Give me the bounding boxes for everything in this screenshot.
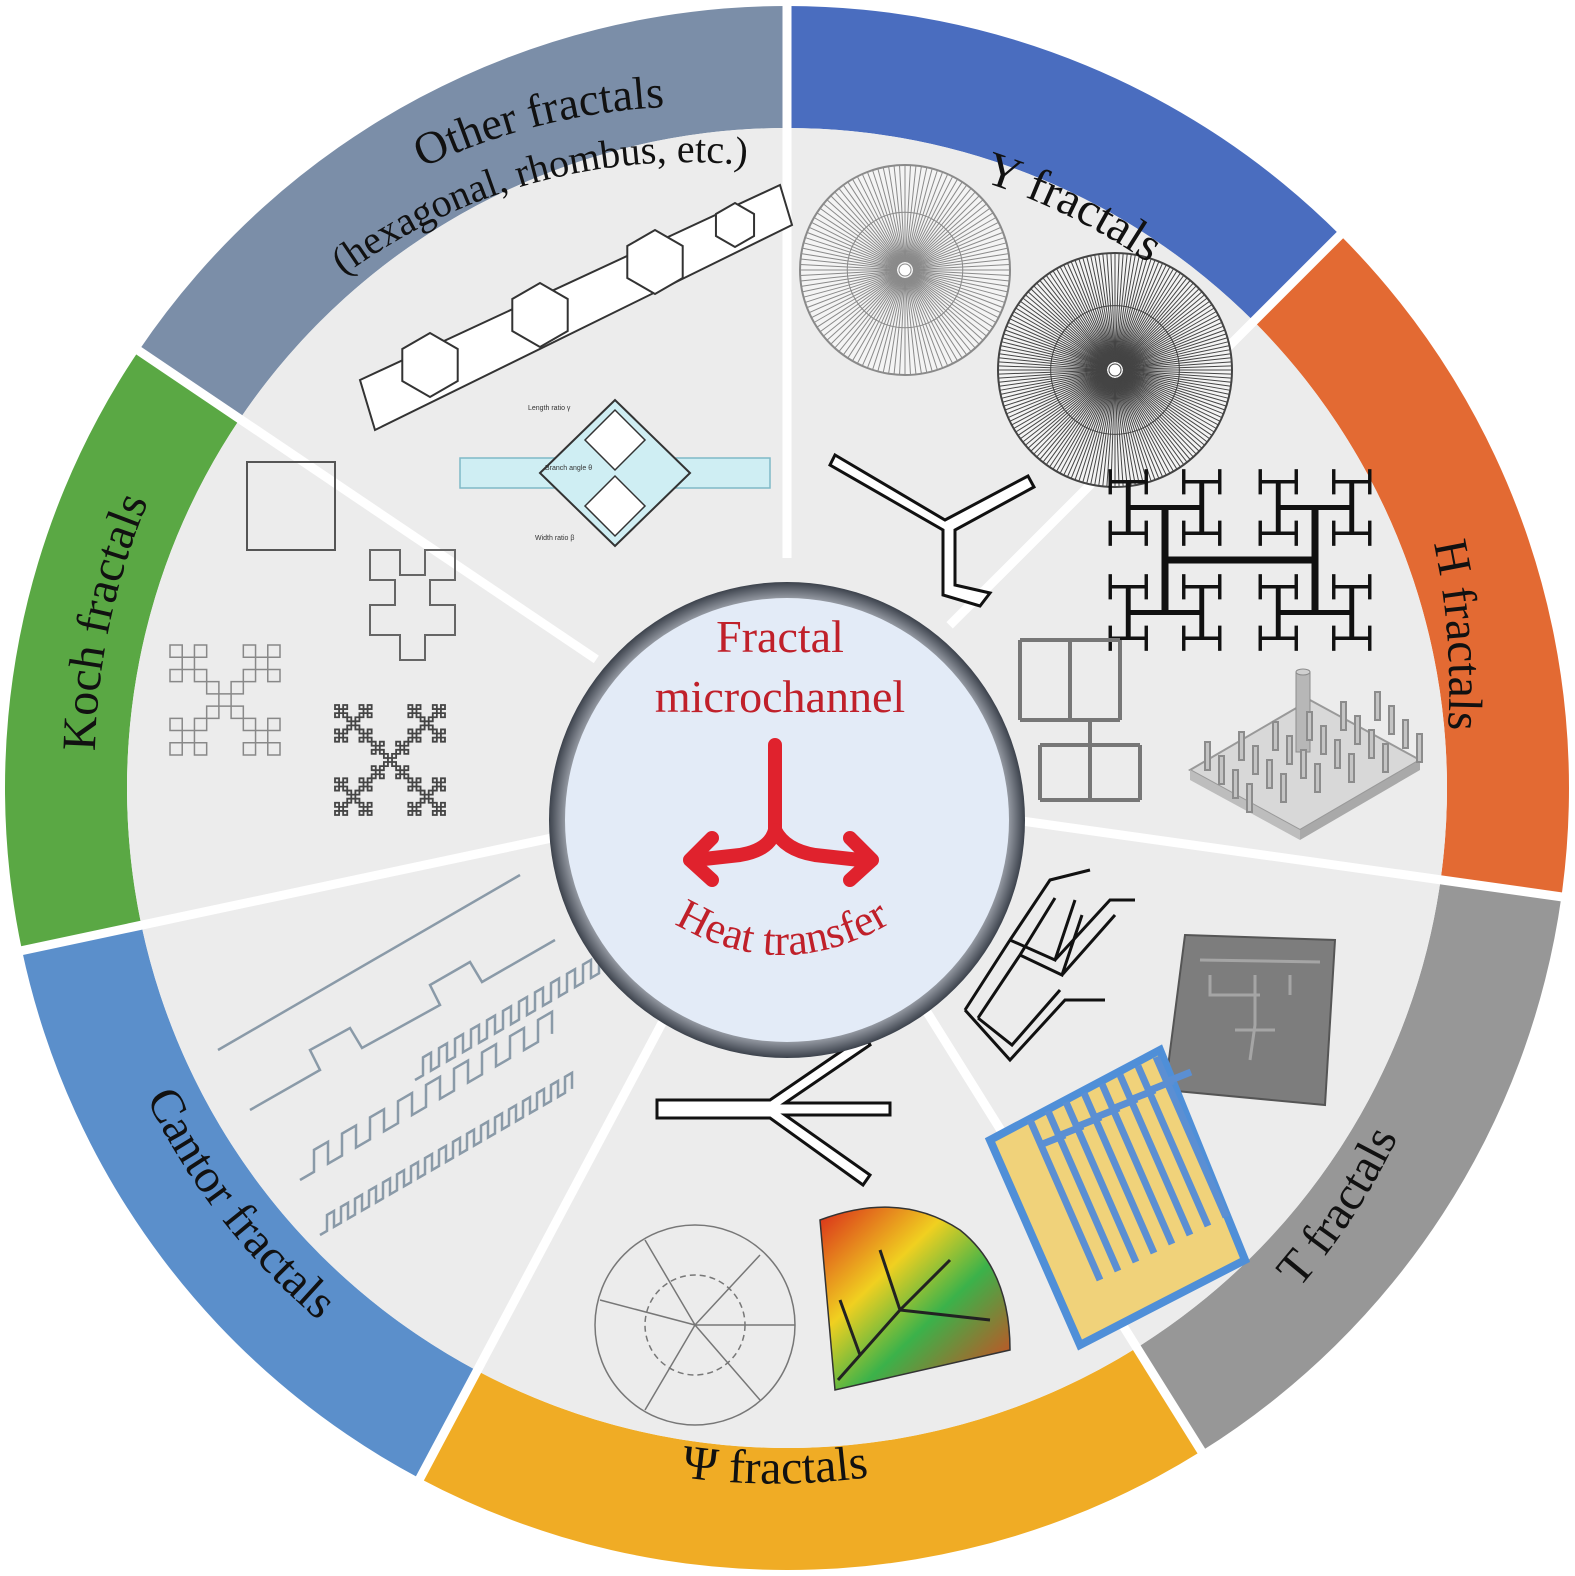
hexagonal-channel-schematic (358, 183, 794, 432)
cantor-line-level-1 (249, 938, 556, 1112)
koch-cross-level-1 (369, 549, 456, 661)
segment-t (1136, 879, 1562, 1452)
y-radial-tree-disc-1 (799, 164, 1011, 376)
other-fractal-illustrations: Length ratio γ Branch angle θ Width rati… (358, 183, 794, 548)
segment-divider (132, 344, 599, 664)
center-hub: Fractal microchannel Heat transfer (549, 582, 1025, 1058)
koch-square-level-0 (246, 461, 336, 551)
t-chip-photo (1163, 933, 1337, 1107)
segment-cantor (22, 925, 478, 1479)
y-radial-tree-disc-2 (997, 252, 1233, 488)
h-3d-heatsink (1187, 668, 1423, 840)
psi-radial-schematic (594, 1224, 796, 1426)
y-branch-channel (828, 452, 1037, 608)
h-channel-schematic (1018, 638, 1142, 802)
koch-level-3 (334, 704, 446, 816)
t-fractal-illustrations (963, 868, 1337, 1351)
segment-divider (1014, 815, 1567, 902)
koch-level-2 (169, 644, 281, 756)
t-channel-outline (963, 868, 1135, 1063)
rhombus-channel-schematic: Length ratio γ Branch angle θ Width rati… (459, 398, 771, 548)
psi-temperature-map (819, 1206, 1011, 1391)
h-tree-pattern (1108, 469, 1372, 651)
segment-other (138, 6, 787, 419)
branch-angle-annotation: Branch angle θ (545, 465, 592, 472)
t-manifold-photo (984, 1044, 1251, 1351)
segment-y (787, 6, 1340, 322)
branch-arrow-icon (683, 738, 879, 887)
h-fractal-illustrations (1018, 469, 1423, 840)
segment-divider (16, 831, 563, 957)
segment-koch (5, 350, 240, 951)
center-title-line2: microchannel (655, 671, 905, 722)
segment-ring (5, 6, 1569, 1570)
cantor-line-level-0 (217, 873, 521, 1052)
center-title-line1: Fractal (716, 611, 844, 662)
segment-psi (419, 1347, 1202, 1570)
length-ratio-annotation: Length ratio γ (528, 405, 571, 412)
y-fractal-illustrations (799, 164, 1233, 608)
segment-divider (413, 988, 683, 1485)
width-ratio-annotation: Width ratio β (535, 535, 574, 542)
psi-fractal-illustrations (594, 1032, 1011, 1426)
label-psi-fractals: Ψ fractals (680, 1435, 871, 1494)
segment-h (1253, 235, 1569, 897)
koch-fractal-illustrations (169, 461, 456, 816)
